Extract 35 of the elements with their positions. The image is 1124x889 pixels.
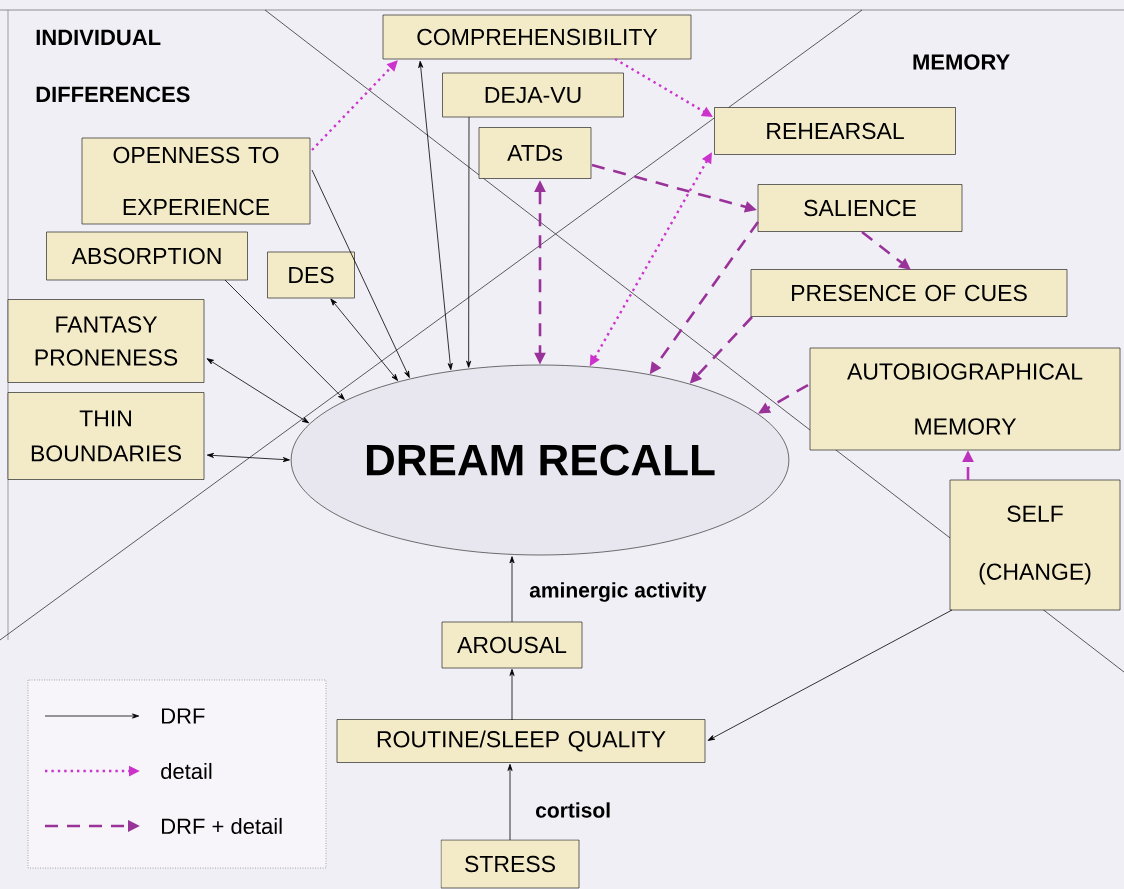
factor-box: SELF (CHANGE)	[949, 479, 1121, 611]
arrow	[707, 609, 953, 741]
arrow	[206, 452, 290, 463]
arrow	[509, 668, 515, 721]
factor-box: ROUTINE/SLEEP QUALITY	[336, 719, 706, 763]
section-heading: INDIVIDUAL DIFFERENCES	[36, 29, 190, 103]
factor-box: REHEARSAL	[714, 107, 956, 155]
factor-box: SALIENCE	[757, 184, 963, 232]
legend-text: DRF	[162, 708, 205, 724]
arrow	[466, 116, 472, 368]
arrow	[311, 60, 398, 151]
arrow	[206, 358, 310, 424]
factor-box: ABSORPTION	[46, 231, 248, 281]
factor-box: OPENNESS TO EXPERIENCE	[81, 137, 311, 225]
arrow	[224, 279, 345, 400]
arrow	[330, 298, 399, 381]
factor-box: THIN BOUNDARIES	[7, 392, 205, 480]
edge-label: cortisol	[533, 800, 614, 820]
arrow	[509, 556, 515, 623]
arrow	[418, 60, 453, 371]
section-heading: MEMORY	[913, 54, 1010, 70]
arrow	[507, 763, 513, 841]
factor-box: DEJA-VU	[442, 72, 624, 118]
factor-box: AROUSAL	[441, 621, 583, 669]
legend-text: DRF + detail	[162, 817, 282, 835]
factor-box: FANTASY PRONENESS	[7, 299, 205, 383]
factor-box: AUTOBIOGRAPHICAL MEMORY	[809, 347, 1121, 451]
legend-text: detail	[161, 762, 212, 780]
factor-box: COMPREHENSIBILITY	[382, 14, 692, 60]
factor-box: DES	[267, 251, 355, 299]
edge-label: aminergic activity	[527, 580, 709, 604]
factor-box: STRESS	[440, 839, 580, 889]
arrow	[311, 169, 410, 378]
factor-box: ATDs	[478, 127, 592, 179]
factor-box: PRESENCE OF CUES	[750, 269, 1068, 317]
